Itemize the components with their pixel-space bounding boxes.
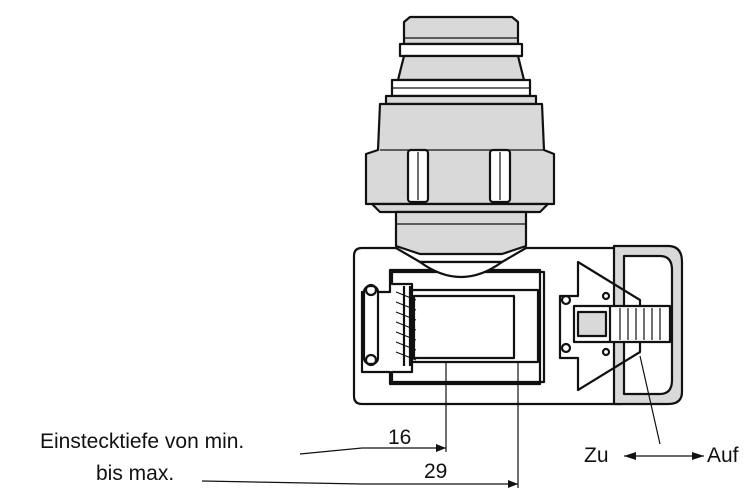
dimension-lines [201,355,704,488]
valve-body-section [352,246,624,406]
open-direction-label: Auf [707,444,739,467]
dimension-min-value: 16 [388,426,411,449]
compression-nut [364,102,556,214]
spindle-housing [558,244,684,406]
insertion-depth-label-line1: Einstecktiefe von min. [40,430,244,453]
close-direction-label: Zu [584,444,609,467]
top-cap [384,15,538,106]
insertion-depth-label-line2: bis max. [96,462,174,485]
dimension-max-value: 29 [424,460,447,483]
inlet-seal [362,283,417,367]
nut-neck [394,210,528,256]
